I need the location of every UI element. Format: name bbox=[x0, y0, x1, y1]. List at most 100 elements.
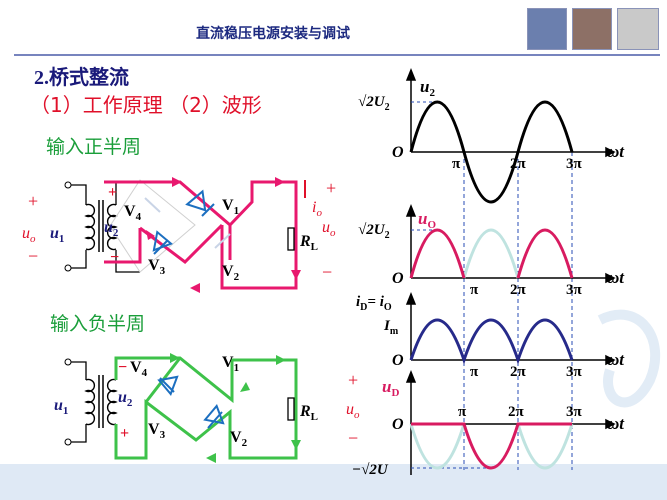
current-arrow bbox=[291, 440, 301, 450]
label-rl: RL bbox=[299, 403, 318, 423]
label-uo-left: uo bbox=[22, 225, 36, 245]
load-resistor bbox=[287, 397, 295, 421]
negative-half-circuit: u1 u2 − V4 V1 + V3 V2 RL + uo − bbox=[54, 353, 360, 463]
label-io: io bbox=[312, 199, 322, 219]
slide-title: 直流稳压电源安装与调试 bbox=[196, 26, 350, 42]
background-swirl bbox=[597, 309, 660, 408]
tick-2pi: 2π bbox=[510, 282, 527, 298]
current-arrow bbox=[190, 283, 200, 293]
label-v2: V2 bbox=[222, 263, 240, 283]
label-v1: V1 bbox=[222, 354, 239, 374]
tick-pi: π bbox=[470, 282, 479, 298]
label-uo: uo bbox=[346, 401, 360, 421]
u2-peak-label: √2U2 bbox=[358, 94, 390, 113]
label-output-plus: + bbox=[326, 178, 336, 198]
im-label: Im bbox=[383, 318, 399, 337]
current-arrow bbox=[240, 382, 250, 392]
label-secondary-plus: + bbox=[120, 425, 129, 442]
primary-wire bbox=[71, 184, 87, 269]
diode-v3 bbox=[152, 230, 173, 255]
input-terminal-bottom bbox=[64, 264, 72, 272]
axis-label-u2: u2 bbox=[420, 77, 435, 99]
label-v4: V4 bbox=[124, 203, 142, 223]
positive-half-caption: 输入正半周 bbox=[46, 136, 141, 158]
current-arrow bbox=[146, 230, 155, 240]
transformer-secondary-coil bbox=[106, 203, 118, 251]
label-uo-right: uo bbox=[322, 219, 336, 239]
axis-label-wt: ωt bbox=[607, 414, 625, 433]
axis-label-wt: ωt bbox=[607, 350, 625, 369]
wave-ud-faint bbox=[409, 423, 574, 470]
waveform-panel: u2 √2U2 O π 2π 3π ωt uO √2U2 O π 2π 3π ω… bbox=[352, 67, 625, 478]
diode-v2 bbox=[203, 404, 225, 429]
wave-u2 bbox=[409, 100, 574, 204]
current-arrow bbox=[276, 355, 286, 365]
current-arrow bbox=[291, 270, 301, 280]
current-arrow bbox=[170, 353, 180, 363]
header-thumbnail-3 bbox=[617, 8, 659, 50]
axis-label-wt: ωt bbox=[607, 142, 625, 161]
origin-label: O bbox=[392, 352, 404, 369]
current-path-negative bbox=[114, 356, 298, 460]
origin-label: O bbox=[392, 144, 404, 161]
label-v1: V1 bbox=[222, 197, 239, 217]
transformer-primary-coil bbox=[84, 378, 96, 426]
label-output-plus: + bbox=[348, 370, 358, 390]
input-plus-sign: + bbox=[28, 191, 38, 211]
label-v4: V4 bbox=[130, 359, 148, 379]
tick-2pi: 2π bbox=[510, 156, 527, 172]
current-return-path bbox=[104, 228, 142, 264]
diode-v4 bbox=[144, 197, 161, 213]
tick-pi: π bbox=[458, 404, 467, 420]
positive-half-circuit: + − uo u1 u2 + − V4 V1 V3 V2 io + RL uo … bbox=[22, 177, 336, 293]
label-secondary-minus: − bbox=[110, 249, 119, 266]
secondary-wire bbox=[115, 181, 140, 273]
input-minus-sign: − bbox=[28, 246, 38, 266]
diode-v2 bbox=[214, 233, 231, 249]
axis-label-wt: ωt bbox=[607, 268, 625, 287]
wave-id bbox=[409, 318, 574, 365]
negative-half-caption: 输入负半周 bbox=[50, 313, 145, 335]
label-u1: u1 bbox=[54, 397, 68, 417]
label-rl: RL bbox=[299, 233, 318, 253]
label-v3: V3 bbox=[148, 257, 166, 277]
wave-uo bbox=[409, 228, 574, 279]
load-resistor bbox=[287, 227, 295, 251]
axis-label-ud: uD bbox=[382, 377, 399, 399]
current-arrow bbox=[206, 453, 216, 463]
section-heading: 2.桥式整流 bbox=[34, 65, 129, 89]
label-u2: u2 bbox=[118, 389, 133, 409]
origin-label: O bbox=[392, 270, 404, 287]
label-v3: V3 bbox=[148, 421, 166, 441]
axis-label-uo: uO bbox=[418, 209, 436, 231]
tick-3pi: 3π bbox=[566, 404, 583, 420]
label-secondary-plus: + bbox=[108, 184, 117, 201]
current-arrow bbox=[275, 177, 285, 187]
wave-ud bbox=[411, 422, 572, 470]
label-u1: u1 bbox=[50, 225, 64, 245]
input-terminal-top bbox=[64, 358, 72, 366]
diode-v1 bbox=[185, 189, 215, 217]
primary-wire bbox=[71, 361, 87, 443]
footer-band bbox=[0, 464, 667, 500]
uo-peak-label: √2U2 bbox=[358, 222, 390, 241]
label-u2: u2 bbox=[104, 219, 119, 239]
label-output-minus: − bbox=[348, 428, 358, 448]
transformer-primary-coil bbox=[84, 203, 96, 251]
tick-3pi: 3π bbox=[566, 364, 583, 380]
ud-neg-label: −√2U bbox=[352, 462, 389, 478]
tick-2pi: 2π bbox=[510, 364, 527, 380]
section-subheading: （1）工作原理 （2）波形 bbox=[30, 93, 262, 117]
tick-2pi: 2π bbox=[508, 404, 525, 420]
label-v4-minus: − bbox=[118, 359, 127, 376]
input-terminal-bottom bbox=[64, 438, 72, 446]
input-terminal-top bbox=[64, 181, 72, 189]
label-output-minus: − bbox=[322, 262, 332, 282]
current-arrow bbox=[172, 177, 182, 187]
tick-pi: π bbox=[452, 156, 461, 172]
diode-v4 bbox=[157, 375, 179, 396]
transformer-secondary-coil bbox=[106, 378, 118, 426]
tick-3pi: 3π bbox=[566, 282, 583, 298]
